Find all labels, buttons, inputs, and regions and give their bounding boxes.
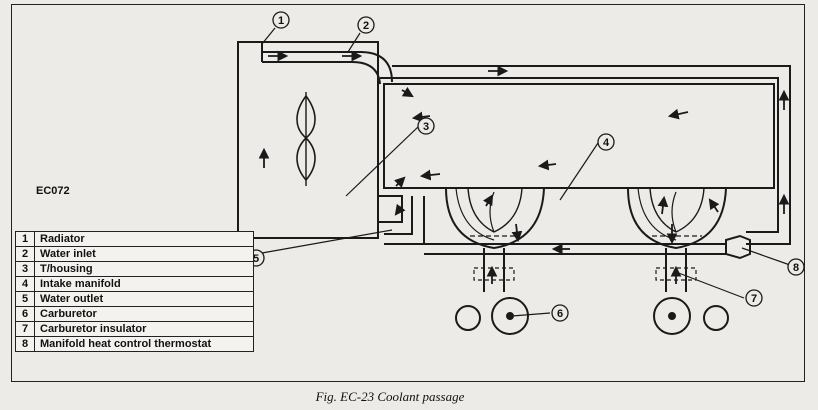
bypass-pipe-bottom <box>384 196 413 235</box>
figure-code: EC072 <box>36 185 70 197</box>
legend-label: Water outlet <box>34 291 254 307</box>
callout-6-label: 6 <box>557 308 563 320</box>
intake-manifold-right <box>627 187 727 250</box>
callout-8-label: 8 <box>793 262 799 274</box>
upper-hose-inner <box>262 61 381 85</box>
carburetor-left <box>491 297 529 335</box>
figure-frame <box>11 4 805 382</box>
callout-4-label: 4 <box>603 137 610 149</box>
legend-label: Radiator <box>34 231 254 247</box>
legend-label: Carburetor <box>34 306 254 322</box>
legend-number: 1 <box>15 231 35 247</box>
legend-label: Carburetor insulator <box>34 321 254 337</box>
intake-manifold-left <box>445 187 545 250</box>
figure-caption: Fig. EC-23 Coolant passage <box>0 389 818 405</box>
callout-8: 8 <box>787 258 805 276</box>
legend-label: Water inlet <box>34 246 254 262</box>
callout-1-label: 1 <box>278 15 284 27</box>
callout-7: 7 <box>745 289 763 307</box>
callout-1: 1 <box>272 11 290 29</box>
legend-number: 3 <box>15 261 35 277</box>
carburetor-insulator-right <box>665 248 687 292</box>
callout-3: 3 <box>417 117 435 135</box>
callout-4: 4 <box>597 133 615 151</box>
figure-caption-text: Fig. EC-23 Coolant passage <box>315 389 465 404</box>
legend-number: 2 <box>15 246 35 262</box>
radiator-shape <box>237 41 379 239</box>
carburetor-right <box>653 297 691 335</box>
callout-6: 6 <box>551 304 569 322</box>
engine-block-shape <box>383 83 775 189</box>
legend-number: 8 <box>15 336 35 352</box>
return-pipe-top <box>392 65 791 245</box>
legend-label: T/housing <box>34 261 254 277</box>
legend-number: 6 <box>15 306 35 322</box>
thermostat-shape <box>725 234 751 260</box>
legend-number: 5 <box>15 291 35 307</box>
callout-5-label: 5 <box>253 253 259 265</box>
callout-2-label: 2 <box>363 20 369 32</box>
callout-7-label: 7 <box>751 293 757 305</box>
callout-2: 2 <box>357 16 375 34</box>
callout-3-label: 3 <box>423 121 429 133</box>
carburetor-insulator-left <box>483 248 505 292</box>
legend-number: 7 <box>15 321 35 337</box>
legend-label: Manifold heat control thermostat <box>34 336 254 352</box>
legend-label: Intake manifold <box>34 276 254 292</box>
radiator-outlet-stub <box>378 195 403 223</box>
legend-number: 4 <box>15 276 35 292</box>
